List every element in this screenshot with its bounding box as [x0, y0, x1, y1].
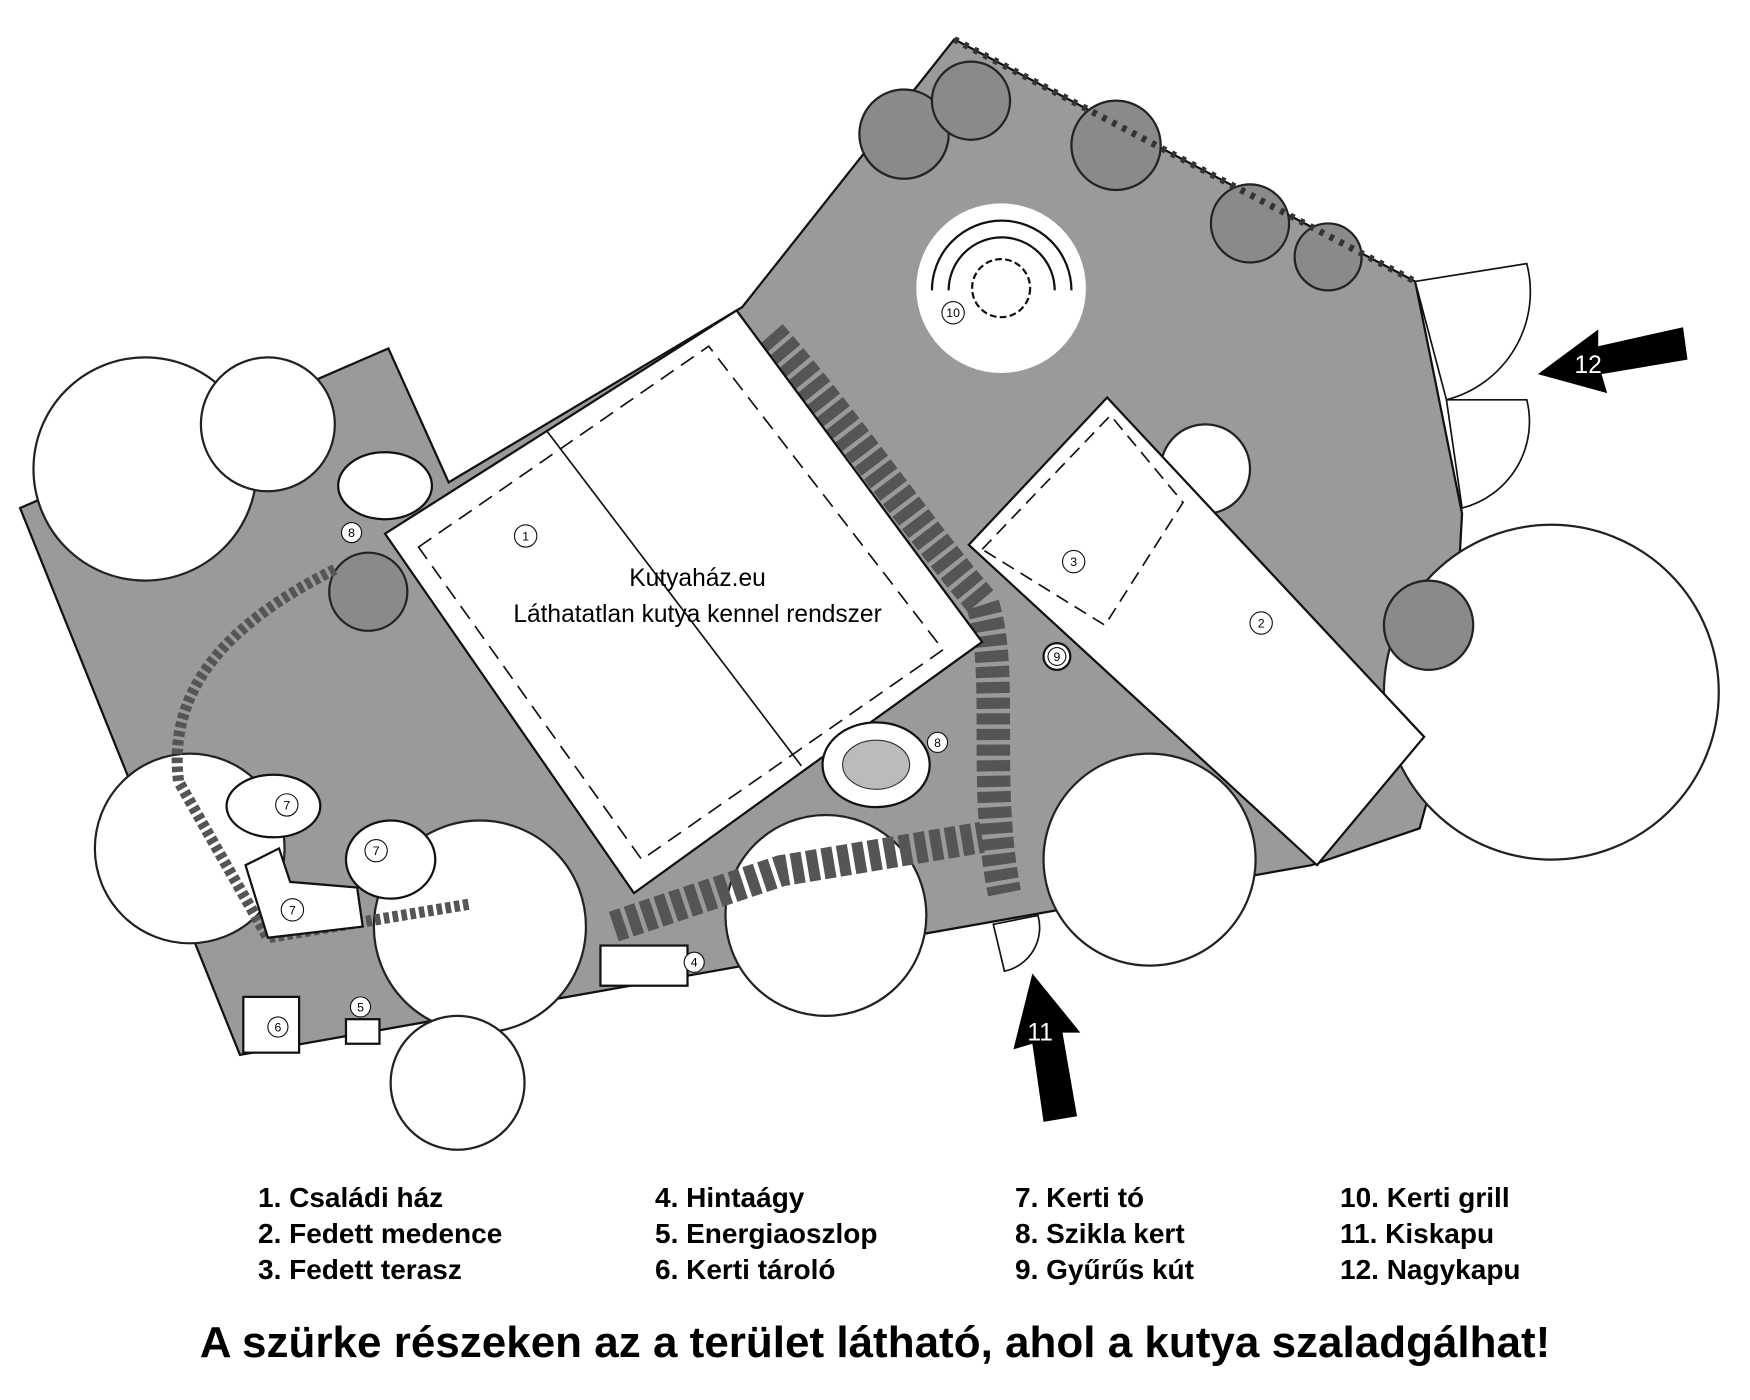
main-gate: [1414, 262, 1532, 510]
swing-bed: [599, 944, 689, 987]
marker-4: 4: [691, 956, 698, 970]
covered-terrace: [980, 414, 1185, 627]
legend-item: 10. Kerti grill: [1340, 1182, 1510, 1213]
marker-11: 11: [1027, 1019, 1052, 1046]
legend-item: 8. Szikla kert: [1015, 1218, 1185, 1249]
legend-col-3: 7. Kerti tó 8. Szikla kert 9. Gyűrűs kút: [1015, 1180, 1194, 1288]
legend-item: 7. Kerti tó: [1015, 1182, 1145, 1213]
legend-item: 1. Családi ház: [258, 1182, 444, 1213]
fence-hedge: [952, 36, 1417, 285]
legend-item: 5. Energiaoszlop: [655, 1218, 878, 1249]
site-subtitle: Láthatatlan kutya kennel rendszer: [513, 601, 881, 628]
marker-5: 5: [357, 1000, 364, 1014]
trees: [32, 356, 1720, 1151]
stone-path: [757, 324, 1021, 897]
legend-item: 3. Fedett terasz: [258, 1254, 462, 1285]
legend-item: 11. Kiskapu: [1340, 1218, 1495, 1249]
garden-ponds: [225, 773, 437, 939]
marker-9: 9: [1054, 650, 1061, 664]
rock-garden-2: [337, 451, 434, 521]
energy-pole: [344, 1018, 381, 1045]
marker-6: 6: [274, 1020, 281, 1034]
marker-10: 10: [946, 306, 960, 320]
small-gate-arrow[interactable]: [1013, 973, 1081, 1122]
number-markers: [267, 301, 1273, 1038]
legend-item: 12. Nagykapu: [1340, 1254, 1521, 1285]
legend-col-4: 10. Kerti grill 11. Kiskapu 12. Nagykapu: [1340, 1180, 1521, 1288]
site-title: Kutyaház.eu: [629, 565, 765, 592]
small-gate: [992, 914, 1041, 973]
marker-12: 12: [1575, 352, 1602, 379]
marker-8a: 8: [348, 526, 355, 540]
legend-item: 4. Hintaágy: [655, 1182, 805, 1213]
marker-7c: 7: [289, 903, 296, 917]
marker-7a: 7: [283, 798, 290, 812]
marker-1: 1: [522, 529, 529, 543]
marker-3: 3: [1070, 555, 1077, 569]
legend-col-1: 1. Családi ház 2. Fedett medence 3. Fede…: [258, 1180, 502, 1288]
stone-path-bottom: [608, 821, 985, 942]
legend-item: 6. Kerti tároló: [655, 1254, 836, 1285]
shrubs: [328, 60, 1475, 671]
marker-8b: 8: [934, 736, 941, 750]
legend-item: 9. Gyűrűs kút: [1015, 1254, 1194, 1285]
main-gate-arrow[interactable]: [1537, 327, 1688, 394]
garden-path: [171, 564, 470, 944]
legend-col-2: 4. Hintaágy 5. Energiaoszlop 6. Kerti tá…: [655, 1180, 878, 1288]
footer-note: A szürke részeken az a terület látható, …: [199, 1318, 1551, 1367]
marker-7b: 7: [373, 844, 380, 858]
marker-2: 2: [1258, 616, 1265, 630]
legend-item: 2. Fedett medence: [258, 1218, 503, 1249]
covered-pool: [967, 395, 1426, 867]
